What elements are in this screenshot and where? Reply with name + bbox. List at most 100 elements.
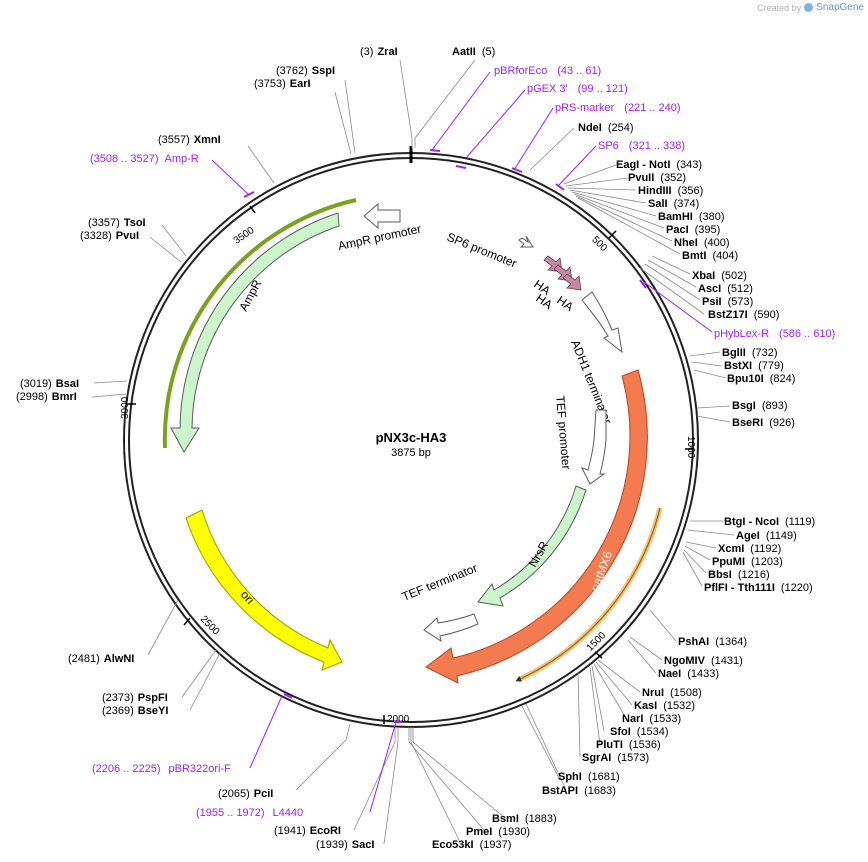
leader-ngomiv	[629, 636, 663, 661]
leader-bstxi	[691, 361, 723, 367]
primer-mark-phyblex	[639, 279, 647, 289]
leader-kasi	[595, 661, 633, 706]
primer-labels: pBRforEco(43 .. 61) pGEX 3'(99 .. 121) p…	[90, 65, 835, 819]
site-saci: (1939)SacI	[316, 839, 374, 851]
tick-label-3000: 3000	[120, 396, 131, 419]
leader-xmni	[247, 145, 275, 184]
primer-line-l4440	[369, 721, 397, 813]
ha-tag-3	[562, 273, 582, 291]
leader-bmri	[91, 393, 127, 398]
leader-agei	[687, 529, 735, 536]
site-bamhi: BamHI(380)	[658, 211, 725, 223]
adh1-terminator-label: ADH1 terminator	[568, 338, 614, 426]
leader-tsoi	[161, 224, 187, 257]
left-site-labels: (3)ZraI (3762)SspI (3753)EarI (3557)XmnI…	[16, 46, 398, 851]
primer-mark-pgex	[455, 165, 467, 169]
leader-bseyi	[189, 652, 221, 711]
plasmid-length: 3875 bp	[391, 447, 431, 459]
snapgene-logo-icon	[804, 3, 814, 12]
ha-label-2: HA	[533, 291, 555, 312]
site-bstz17i: BstZ17I(590)	[708, 309, 779, 321]
site-zrai: (3)ZraI	[360, 46, 398, 58]
primer-line-sp6	[557, 145, 597, 187]
site-pshai: PshAI(1364)	[678, 636, 747, 648]
leader-bstz17i	[639, 267, 705, 315]
tick-label-2500: 2500	[198, 614, 222, 638]
primer-lines	[211, 71, 713, 813]
site-ecori: (1941)EcoRI	[274, 825, 341, 837]
leader-bseri	[696, 415, 731, 423]
site-ppumi: PpuMI(1203)	[712, 556, 783, 568]
leader-pcii	[295, 723, 351, 791]
site-bpu10i: Bpu10I(824)	[727, 373, 795, 385]
tick-label-3500: 3500	[232, 225, 257, 247]
ampr-highlight	[162, 198, 357, 449]
tick-mark-3500	[249, 205, 256, 214]
leader-xcmi	[685, 541, 717, 549]
site-nhei: NheI(400)	[674, 237, 730, 249]
site-sfoi: SfoI(1534)	[610, 726, 669, 738]
site-xcmi: XcmI(1192)	[718, 543, 781, 555]
leader-psii	[644, 263, 701, 301]
leader-pspfi	[181, 649, 217, 698]
right-site-labels: AatII(5) NdeI(254) EagI - NotI(343) PvuI…	[432, 46, 815, 851]
leader-eagi	[563, 164, 617, 185]
site-paci: PacI(395)	[666, 224, 720, 236]
primer-line-pbrforeco	[431, 71, 491, 151]
adh1-terminator-arrow	[581, 291, 623, 354]
site-nari: NarI(1533)	[622, 713, 681, 725]
site-psii: PsiI(573)	[702, 296, 753, 308]
leader-paci	[573, 193, 665, 229]
sp6-promoter-arrow	[518, 235, 534, 248]
leader-sspi	[344, 79, 356, 154]
leader-pflfi	[682, 551, 703, 587]
site-alwni: (2481)AlwNI	[68, 653, 134, 665]
primer-sp6: SP6(321 .. 338)	[598, 140, 685, 152]
site-kasi: KasI(1532)	[634, 700, 695, 712]
natmx6-orf-line	[515, 507, 661, 682]
leader-sfoi	[591, 665, 605, 732]
leader-pvuii	[565, 177, 629, 187]
site-bmri: (2998)BmrI	[16, 391, 77, 403]
sp6-promoter-label: SP6 promoter	[445, 230, 519, 271]
primer-mark-pbr322ori	[283, 693, 293, 699]
leader-bsgi	[696, 405, 731, 409]
leader-nrui	[597, 659, 641, 693]
primer-pgex3: pGEX 3'(99 .. 121)	[527, 83, 628, 95]
site-pluti: PluTI(1536)	[596, 739, 661, 751]
ampr-arrow	[170, 212, 340, 453]
tick-label-2000: 2000	[387, 714, 410, 725]
leader-bamhi	[571, 191, 657, 217]
leader-nari	[593, 663, 627, 719]
site-eagi-noti: EagI - NotI(343)	[616, 159, 702, 171]
site-pspfi: (2373)PspFI	[102, 692, 168, 704]
primer-line-amp-r	[211, 159, 249, 195]
tick-mark-2500	[183, 617, 191, 626]
primer-pbrforeco: pBRforEco(43 .. 61)	[494, 65, 601, 77]
primer-mark-sp6	[555, 183, 565, 191]
leader-ppumi	[684, 545, 711, 561]
tef-promoter-arrow	[581, 409, 607, 485]
leader-lines	[91, 59, 735, 845]
leader-bmti	[577, 197, 681, 255]
ha-label-3: HA	[554, 293, 576, 314]
ampr-promoter-label: AmpR promoter	[337, 222, 423, 253]
site-pflfi-tth111i: PflFI - Tth111I(1220)	[704, 582, 813, 594]
natmx6-arrow	[425, 369, 648, 684]
leader-alwni	[147, 599, 179, 656]
leader-naei	[627, 639, 657, 674]
primer-phyblex-r: pHybLex-R(586 .. 610)	[714, 328, 835, 340]
tef-terminator-arrow	[423, 613, 479, 643]
leader-bglii	[689, 351, 721, 357]
leader-ecori	[353, 727, 396, 831]
site-bsmi: BsmI(1883)	[492, 813, 557, 825]
site-bsai: (3019)BsaI	[20, 378, 79, 390]
leader-pmei	[408, 727, 485, 831]
site-eco53ki: Eco53kI(1937)	[432, 839, 511, 851]
leader-sgrai	[577, 671, 581, 758]
site-asci: AscI(512)	[698, 283, 753, 295]
snapgene-brand: Created by SnapGene	[757, 2, 864, 13]
site-xmni: (3557)XmnI	[158, 134, 221, 146]
leader-saci	[383, 727, 399, 845]
tef-terminator-label: TEF terminator	[400, 561, 479, 604]
